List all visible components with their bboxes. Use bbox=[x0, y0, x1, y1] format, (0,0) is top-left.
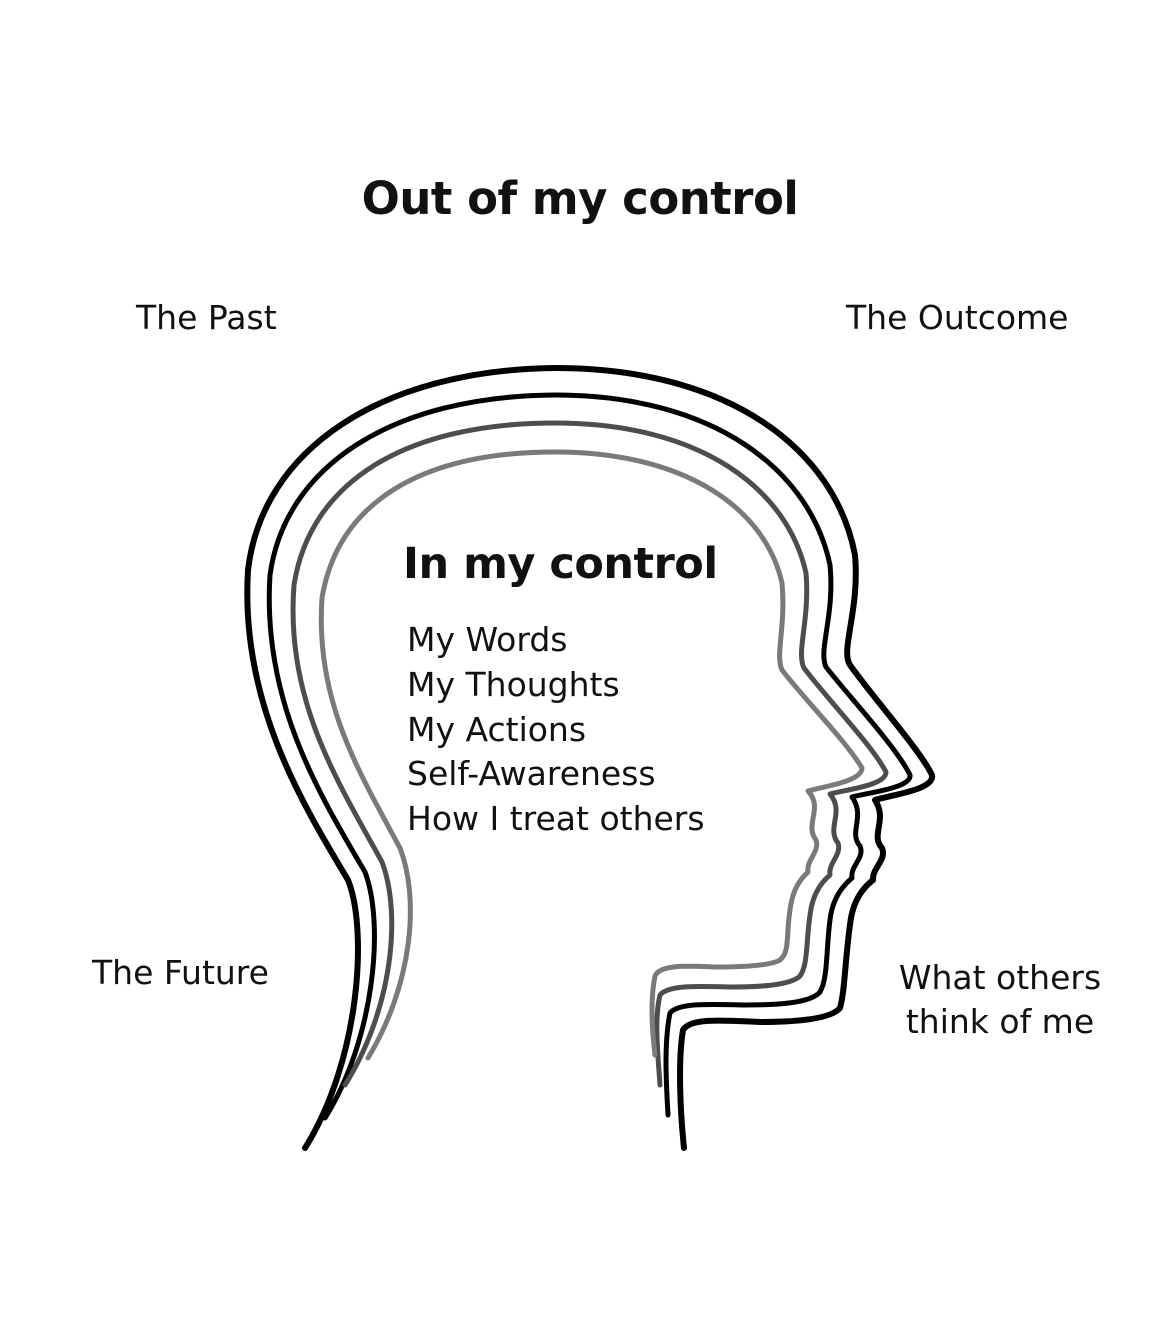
outer-item-past: The Past bbox=[136, 301, 277, 334]
outer-item-outcome: The Outcome bbox=[846, 301, 1068, 334]
in-control-item-treat-others: How I treat others bbox=[407, 797, 705, 842]
in-control-list: My Words My Thoughts My Actions Self-Awa… bbox=[407, 618, 705, 842]
outer-item-others-line2: think of me bbox=[890, 1000, 1110, 1044]
in-control-title: In my control bbox=[403, 543, 718, 586]
in-control-item-actions: My Actions bbox=[407, 708, 705, 753]
in-control-item-words: My Words bbox=[407, 618, 705, 663]
in-control-item-thoughts: My Thoughts bbox=[407, 663, 705, 708]
out-of-control-title: Out of my control bbox=[0, 176, 1160, 221]
outer-item-future: The Future bbox=[92, 956, 269, 989]
outer-item-others-opinion: What others think of me bbox=[890, 956, 1110, 1043]
outer-item-others-line1: What others bbox=[890, 956, 1110, 1000]
in-control-item-self-awareness: Self-Awareness bbox=[407, 752, 705, 797]
